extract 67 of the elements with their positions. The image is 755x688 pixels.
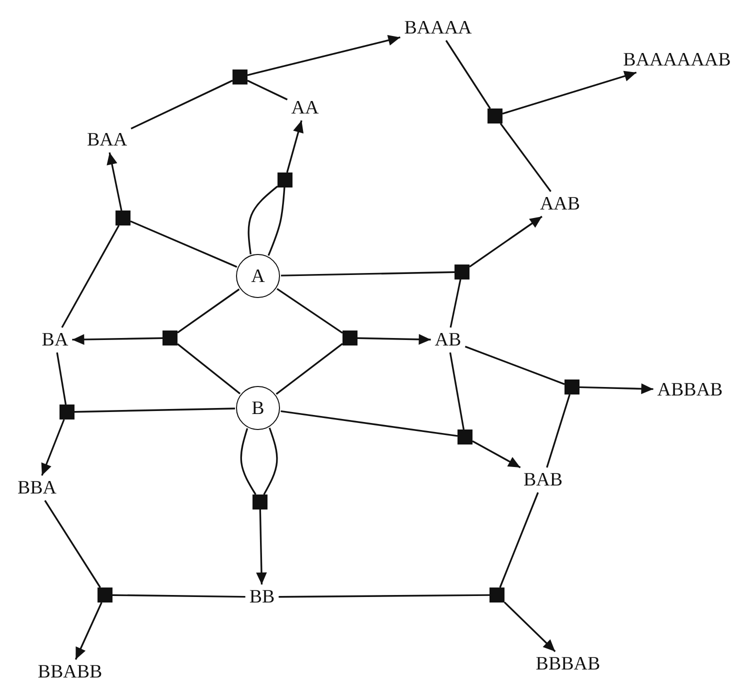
connector [499, 492, 539, 588]
connector [276, 288, 343, 334]
connector [74, 408, 236, 413]
node-label: AA [287, 96, 323, 120]
node-label: BA [38, 328, 72, 352]
reaction-square [252, 494, 268, 510]
connector [449, 352, 465, 430]
connector [263, 428, 278, 495]
connector [464, 346, 565, 385]
reaction-square [162, 330, 178, 346]
node-circle: A [236, 254, 280, 298]
node-label: BB [245, 584, 279, 610]
connector [44, 500, 101, 588]
reaction-square [98, 588, 112, 602]
connector [357, 334, 431, 345]
connector [546, 394, 570, 468]
connector [248, 186, 278, 254]
connector [278, 594, 490, 598]
node-label: AB [430, 328, 466, 352]
connector [268, 187, 286, 256]
reaction-square [232, 70, 248, 84]
node-label: BBBAB [532, 652, 604, 676]
connector [247, 35, 400, 76]
connector [247, 80, 288, 100]
node-circle: B [236, 386, 280, 430]
node-label: BBABB [34, 660, 106, 684]
connector [286, 120, 304, 173]
node-label: BBA [13, 476, 61, 500]
connector [280, 271, 455, 276]
connector [41, 419, 65, 476]
node-label: AAB [536, 192, 584, 216]
connector [450, 279, 462, 328]
node-label: BAB [519, 468, 567, 492]
reaction-square [116, 210, 130, 226]
reaction-square [488, 108, 502, 124]
reaction-square [342, 330, 358, 346]
connector [579, 383, 654, 394]
connector [504, 602, 556, 652]
reaction-square [278, 172, 292, 188]
reaction-square [60, 404, 74, 420]
connector [112, 594, 246, 598]
connector [472, 440, 521, 468]
connector [280, 410, 458, 437]
connector [445, 40, 491, 109]
reaction-square [458, 430, 472, 444]
connector [177, 288, 240, 334]
connector [502, 70, 637, 114]
reaction-square [454, 264, 470, 280]
connector [61, 225, 120, 328]
connector [500, 123, 552, 192]
connector [74, 602, 102, 660]
reaction-square [564, 380, 580, 394]
connector [72, 334, 163, 345]
connector [56, 352, 67, 405]
connector [256, 509, 267, 585]
node-label: BAAAA [400, 16, 476, 40]
node-label: BAAAAAAB [619, 48, 735, 72]
connector [469, 216, 542, 268]
connector [176, 343, 241, 394]
node-label: BAA [82, 128, 132, 152]
node-label: ABBAB [653, 378, 727, 402]
connector [276, 343, 344, 395]
reaction-square [490, 588, 504, 602]
connector [240, 428, 256, 495]
connector [130, 220, 238, 268]
connector [106, 152, 122, 211]
connector [130, 80, 233, 130]
